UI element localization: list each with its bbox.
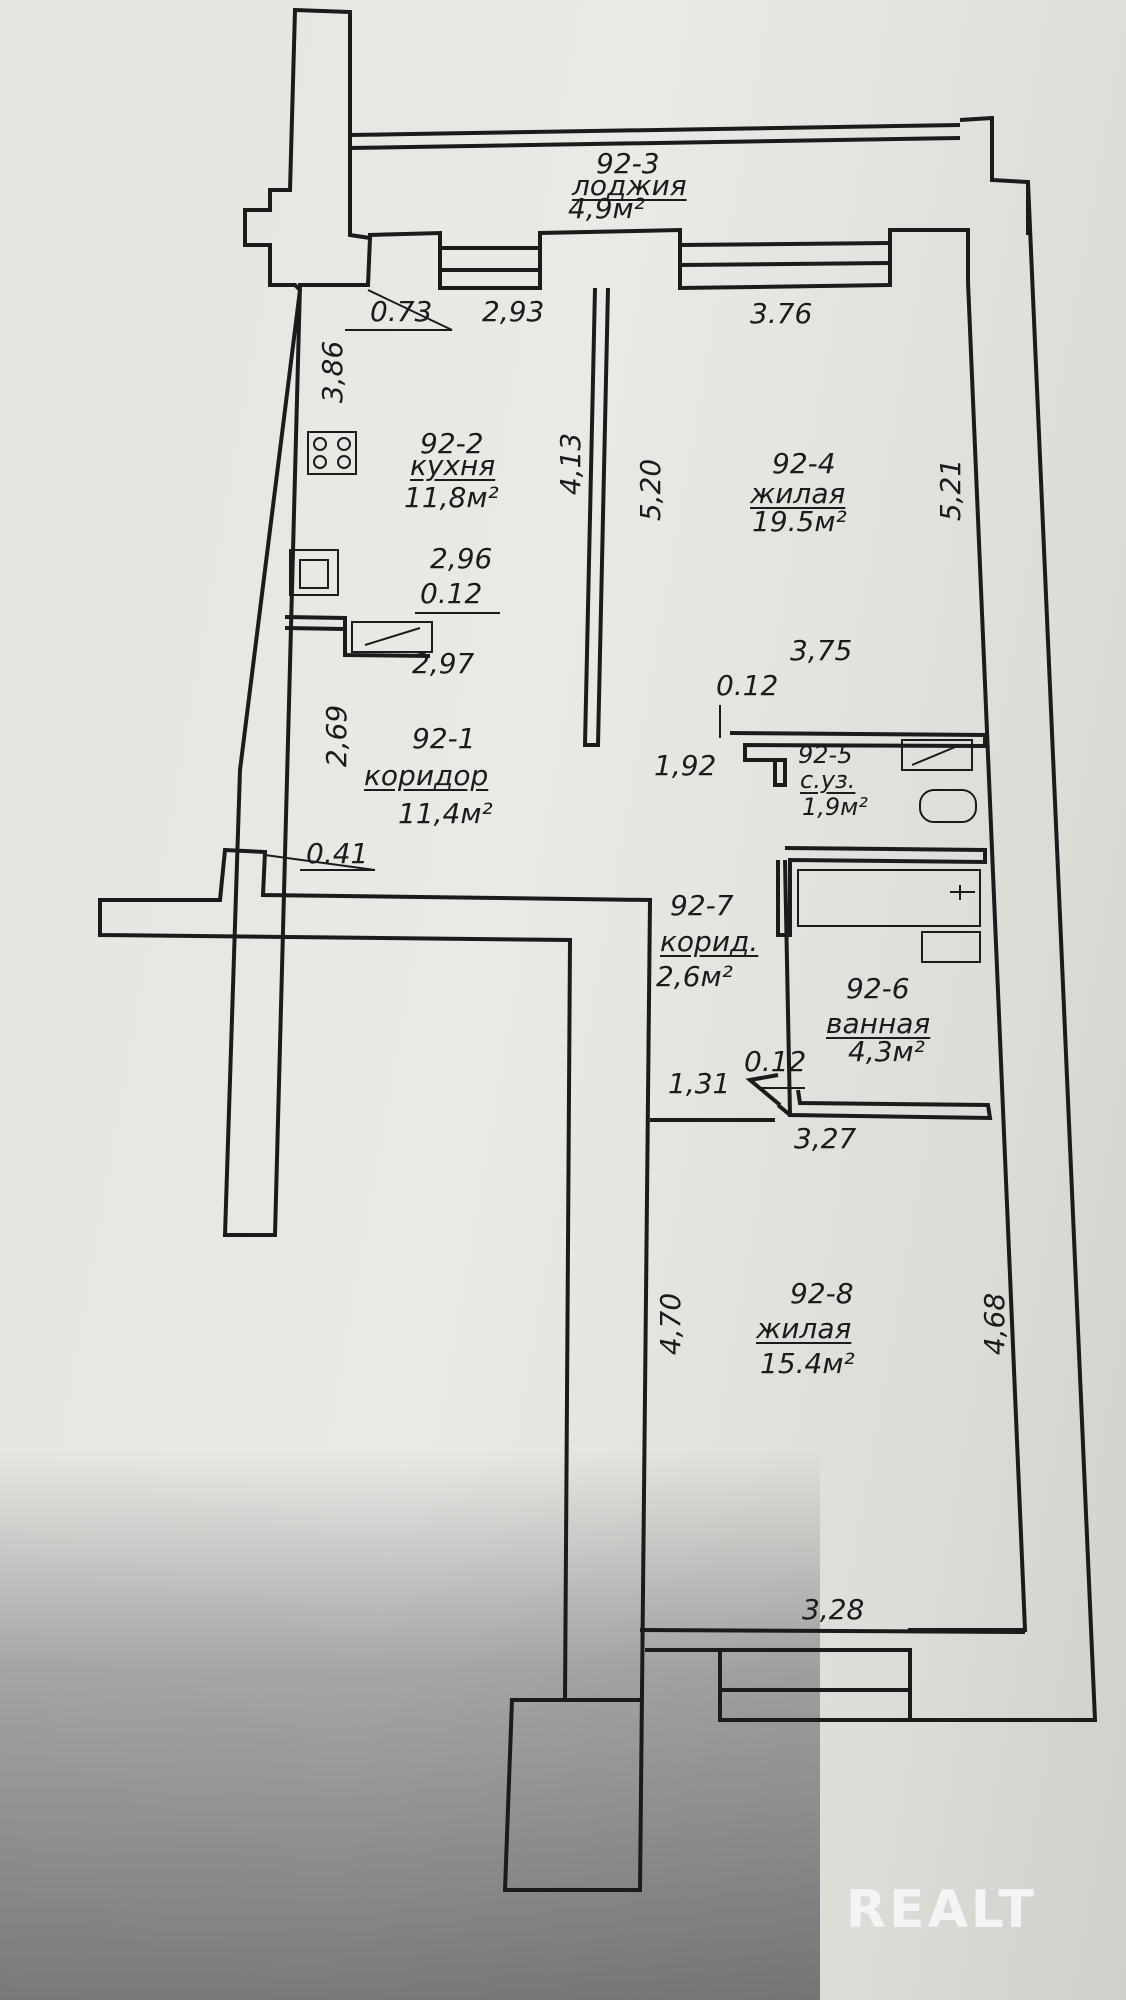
- kitchen-area: 11,8м²: [404, 481, 499, 514]
- loggia-parapet: [349, 123, 961, 150]
- dim-4-13: 4,13: [554, 432, 588, 496]
- toilet-icon: [919, 789, 977, 823]
- dim-3-27: 3,27: [794, 1122, 857, 1155]
- dim-0-41: 0.41: [306, 837, 369, 870]
- appliance-icon: [351, 621, 433, 653]
- outer-wall-left: [222, 7, 373, 1237]
- corridor2-code: 92-7: [670, 889, 734, 922]
- leader-041: [264, 854, 376, 871]
- corridor1-name: коридор: [364, 759, 489, 792]
- living2-area: 15.4м²: [760, 1347, 855, 1380]
- wc-name: с.уз.: [800, 766, 856, 794]
- partition-kitchen-living: [582, 287, 610, 747]
- loggia-code: 92-3: [596, 147, 660, 180]
- dim-0-12-c: 0.12: [744, 1045, 807, 1078]
- dim-2-96: 2,96: [430, 542, 493, 575]
- window-kitchen: [440, 246, 540, 272]
- living1-name: жилая: [750, 477, 846, 510]
- kitchen-code: 92-2: [420, 427, 484, 460]
- dim-3-76: 3.76: [750, 297, 813, 330]
- bathtub-icon: [797, 869, 981, 927]
- bath-code: 92-6: [846, 972, 910, 1005]
- corridor2-name: корид.: [660, 925, 759, 958]
- outer-wall-right: [910, 181, 1098, 1722]
- wall-entrance: [98, 847, 653, 1892]
- wc-sink-icon: [901, 739, 973, 771]
- window-wall: [367, 227, 970, 291]
- photo-shadow: [0, 1450, 820, 2000]
- dim-1-31: 1,31: [668, 1067, 731, 1100]
- wc-area: 1,9м²: [802, 793, 868, 821]
- dim-3-28: 3,28: [802, 1593, 865, 1626]
- dim-1-92: 1,92: [654, 749, 717, 782]
- kitchen-name: кухня: [410, 449, 496, 482]
- bath-name: ванная: [826, 1007, 931, 1040]
- dim-2-97: 2,97: [412, 647, 475, 680]
- bath-area: 4,3м²: [848, 1035, 925, 1068]
- wc-wall-bottom: [776, 846, 987, 937]
- realt-watermark: REALT: [846, 1880, 1037, 1940]
- living2-walls: [639, 1118, 1026, 1700]
- dim-4-68: 4,68: [978, 1292, 1012, 1356]
- wc-wall-top: [729, 731, 987, 787]
- corridor1-area: 11,4м²: [398, 797, 493, 830]
- corridor2-area: 2,6м²: [656, 960, 733, 993]
- living2-code: 92-8: [790, 1277, 854, 1310]
- corridor1-code: 92-1: [412, 722, 476, 755]
- dim-2-93: 2,93: [482, 295, 545, 328]
- wc-code: 92-5: [798, 741, 853, 769]
- dim-2-69: 2,69: [320, 704, 354, 768]
- bath-wall-left: [783, 859, 993, 1121]
- balcony-window: [718, 1648, 912, 1722]
- dim-5-20: 5,20: [634, 458, 668, 522]
- bath-sink-icon: [921, 931, 981, 963]
- living1-area: 19.5м²: [752, 505, 847, 538]
- stove-icon: [307, 431, 357, 475]
- living1-code: 92-4: [772, 447, 836, 480]
- dim-0-12-a: 0.12: [420, 577, 483, 610]
- loggia-wall-right: [959, 115, 1030, 235]
- dim-0-12-b: 0.12: [716, 669, 779, 702]
- loggia-area: 4,9м²: [568, 192, 645, 225]
- loggia-name: лоджия: [572, 169, 687, 202]
- window-living: [679, 241, 891, 267]
- dim-3-86: 3,86: [316, 340, 350, 404]
- sink-icon: [289, 549, 339, 596]
- dim-3-75: 3,75: [790, 634, 853, 667]
- dim-0-73: 0.73: [370, 295, 433, 328]
- living2-name: жилая: [756, 1312, 852, 1345]
- dim-4-70: 4,70: [654, 1292, 688, 1356]
- dim-5-21: 5,21: [934, 458, 968, 522]
- corridor2-wall: [745, 1073, 792, 1117]
- leader-073: [345, 289, 453, 331]
- partition-kitchen-bottom: [284, 615, 431, 658]
